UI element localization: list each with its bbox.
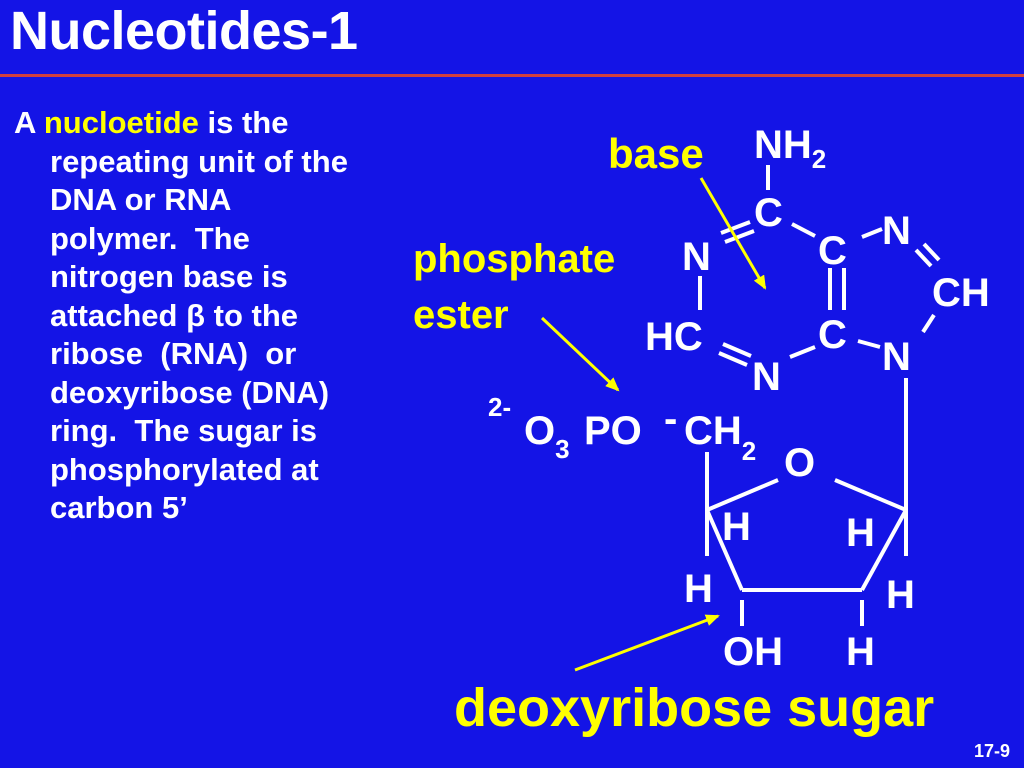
bond-c-n [861, 227, 883, 239]
atom-po: PO [584, 409, 642, 453]
label-ester: ester [413, 293, 509, 337]
body-line-10: phosphorylated at [50, 451, 319, 487]
atom-ch: CH [932, 271, 990, 315]
body-text-segment: is the [198, 105, 289, 140]
atom-c-mid: C [818, 229, 847, 273]
atom-n-bottom: N [752, 355, 781, 399]
body-line-9: ring. The sugar is [50, 413, 317, 448]
atom-h-bottom: H [846, 630, 875, 674]
bond-ch-n [921, 313, 936, 334]
body-line-5: nitrogen base is [50, 259, 288, 294]
beta-symbol: β [186, 297, 206, 333]
bond-c4-c3 [705, 509, 744, 591]
nucleotide-term: nucloetide [43, 105, 199, 140]
body-line-7: ribose (RNA) or [50, 336, 297, 371]
bond-c1-c2 [860, 509, 908, 591]
atom-n-right-top: N [882, 209, 911, 253]
body-line-6: attached β to the [14, 297, 514, 336]
slide-title: Nucleotides-1 [10, 1, 358, 61]
atom-h-c4: H [722, 505, 751, 549]
atom-h-c1: H [846, 511, 875, 555]
body-line-2: repeating unit of the [50, 143, 348, 179]
label-base: base [608, 130, 704, 177]
bond-n-c-low [789, 345, 816, 359]
atom-ch2: CH2 [684, 409, 756, 466]
body-line-8: deoxyribose (DNA) [50, 374, 330, 410]
atom-c-top: C [754, 191, 783, 235]
bond-n-ch-double-a [914, 248, 933, 268]
bond-hc-n-double-a [722, 342, 752, 358]
bond-dash: - [664, 397, 677, 441]
bonds [698, 165, 941, 626]
bond-hc-n-double-b [718, 351, 748, 367]
body-line-3: DNA or RNA [50, 182, 232, 217]
body-line-4: polymer. The [50, 220, 250, 256]
arrow-phosphate-ester [540, 316, 620, 392]
atom-hc: HC [645, 315, 703, 359]
bond-c4-o [706, 478, 779, 512]
bond-c-n-double-a [720, 220, 751, 235]
label-phosphate: phosphate [413, 237, 615, 281]
bond-c-n-double-b [724, 229, 755, 244]
body-line-1: A nucloetide is the [14, 104, 514, 143]
charge-label: 2- [488, 392, 511, 422]
body-paragraph: A nucloetide is the repeating unit of th… [14, 104, 514, 528]
slide-number: 17-9 [973, 741, 1010, 761]
bond-n-ch-double-b [922, 242, 941, 262]
atom-phosphate-o: O3 [524, 409, 570, 464]
body-text-segment: to the [205, 297, 299, 333]
bond-c-c [791, 222, 816, 238]
atom-c-low: C [818, 313, 847, 357]
atom-h-c3: H [684, 567, 713, 611]
bond-o-c1 [834, 478, 907, 512]
atom-n-left: N [682, 235, 711, 279]
bond-c-n-low [857, 339, 881, 349]
body-line-11: carbon 5’ [50, 490, 188, 525]
title-divider [0, 74, 1024, 77]
atom-ring-o: O [784, 441, 815, 485]
body-text-segment: A [14, 105, 44, 140]
arrow-base [699, 177, 767, 290]
atom-n-right-low: N [882, 335, 911, 379]
atom-oh: OH [723, 630, 783, 674]
arrow-deoxyribose [574, 614, 720, 672]
atom-nh2: NH2 [754, 123, 826, 174]
body-text-segment: attached [50, 297, 187, 333]
atom-h-c2: H [886, 573, 915, 617]
label-deoxyribose-sugar: deoxyribose sugar [454, 678, 934, 738]
